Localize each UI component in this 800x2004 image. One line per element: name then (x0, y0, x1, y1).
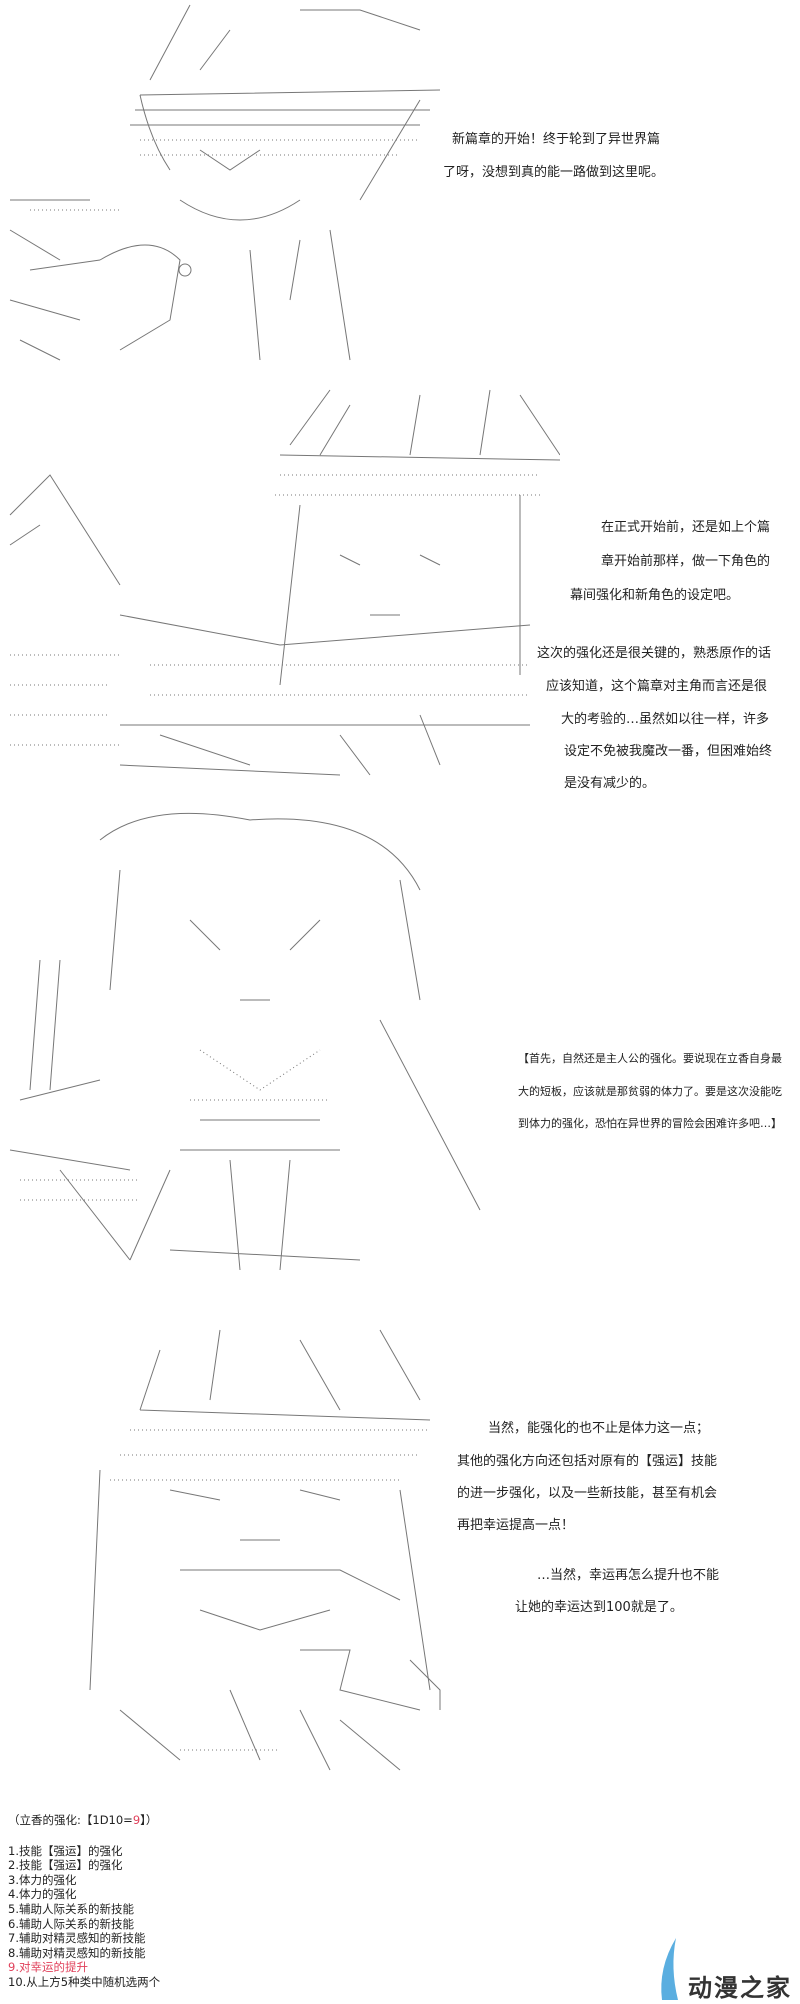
panel4-line2: 大的短板，应该就是那贫弱的体力了。要是这次没能吃 (518, 1085, 782, 1098)
roll-option: 8.辅助对精灵感知的新技能 (8, 1945, 146, 1960)
panel3-line4: 设定不免被我魔改一番，但困难始终 (564, 744, 773, 759)
panel2-line2: 章开始前那样，做一下角色的 (601, 554, 771, 569)
panel3-line1: 这次的强化还是很关键的，熟悉原作的话 (537, 646, 772, 661)
panel1-line1: 新篇章的开始！终于轮到了异世界篇 (452, 132, 661, 147)
panel6-line1: …当然，幸运再怎么提升也不能 (537, 1568, 720, 1583)
roll-option: 5.辅助人际关系的新技能 (8, 1901, 134, 1916)
panel1-line2: 了呀，没想到真的能一路做到这里呢。 (443, 165, 665, 180)
roll-list: （立香的强化:【1D10=9】） 1.技能【强运】的强化 2.技能【强运】的强化… (8, 1813, 160, 1990)
panel5-line2: 其他的强化方向还包括对原有的【强运】技能 (457, 1454, 718, 1469)
watermark-logo: 动漫之家 (648, 1938, 800, 2002)
roll-suffix: 】） (140, 1813, 158, 1827)
panel4-line1: 【首先，自然还是主人公的强化。要说现在立香自身最 (518, 1052, 782, 1065)
roll-option: 4.体力的强化 (8, 1887, 77, 1902)
leaf-icon (661, 1938, 678, 2000)
panel2-line1: 在正式开始前，还是如上个篇 (601, 520, 771, 535)
roll-option: 1.技能【强运】的强化 (8, 1843, 123, 1858)
roll-option: 10.从上方5种类中随机选两个 (8, 1974, 161, 1989)
roll-option: 3.体力的强化 (8, 1872, 77, 1887)
ascii-art-figure-3 (0, 790, 500, 1290)
panel5-line1: 当然，能强化的也不止是体力这一点； (488, 1421, 710, 1436)
roll-option-selected: 9.对幸运的提升 (8, 1960, 88, 1975)
roll-header: （立香的强化:【1D10=9】） (8, 1813, 160, 1828)
panel3-line2: 应该知道，这个篇章对主角而言还是很 (546, 679, 768, 694)
roll-option: 6.辅助人际关系的新技能 (8, 1916, 134, 1931)
ascii-art-figure-1 (0, 0, 460, 370)
panel2-line3: 幕间强化和新角色的设定吧。 (570, 588, 740, 603)
panel3-line3: 大的考验的…虽然如以往一样，许多 (561, 712, 770, 727)
panel5-line3: 的进一步强化，以及一些新技能，甚至有机会 (457, 1486, 718, 1501)
roll-option: 2.技能【强运】的强化 (8, 1858, 123, 1873)
panel4-line3: 到体力的强化，恐怕在异世界的冒险会困难许多吧…】 (518, 1117, 782, 1130)
roll-prefix: （立香的强化:【1D10= (8, 1813, 133, 1827)
panel3-line5: 是没有减少的。 (564, 776, 656, 791)
watermark-text: 动漫之家 (688, 1974, 792, 2002)
roll-result: 9 (132, 1813, 141, 1827)
ascii-art-figure-2 (0, 385, 560, 785)
panel5-line4: 再把幸运提高一点！ (457, 1518, 575, 1533)
roll-option: 7.辅助对精灵感知的新技能 (8, 1931, 146, 1946)
ascii-art-figure-4 (0, 1290, 450, 1790)
panel6-line2: 让她的幸运达到100就是了。 (515, 1600, 683, 1615)
